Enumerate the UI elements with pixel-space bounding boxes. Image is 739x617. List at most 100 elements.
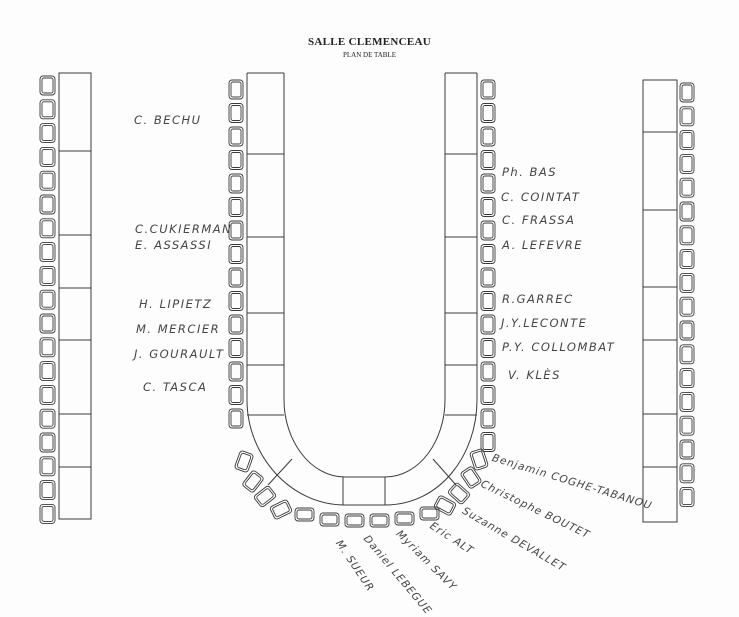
chair	[480, 79, 496, 100]
table-far-right-dividers	[643, 131, 677, 468]
guest-right-6: J.Y.LECONTE	[501, 316, 588, 330]
chair	[679, 130, 695, 151]
chair	[39, 432, 56, 453]
guest-left-1: C. BECHU	[134, 113, 202, 127]
chair	[679, 106, 695, 127]
chair	[39, 123, 56, 144]
chair	[228, 244, 244, 264]
guest-left-7: C. TASCA	[143, 380, 208, 394]
chair	[39, 242, 56, 263]
room-title: SALLE CLEMENCEAU	[307, 36, 432, 48]
chair	[253, 485, 277, 508]
chair	[39, 313, 56, 334]
chair	[39, 361, 56, 382]
chair	[369, 513, 390, 528]
table-far-left	[58, 72, 92, 520]
chair	[679, 415, 695, 436]
chair	[234, 450, 254, 473]
chair	[460, 466, 482, 489]
chair	[319, 512, 340, 527]
chair	[39, 75, 56, 96]
chair	[228, 314, 244, 335]
chair	[480, 220, 496, 241]
chair	[419, 506, 440, 521]
chair	[228, 408, 244, 429]
chair	[39, 265, 56, 286]
guest-left-5: M. MERCIER	[136, 322, 221, 336]
chair	[480, 126, 496, 147]
u-table-outer	[246, 73, 478, 506]
guest-left-2: C.CUKIERMAN	[135, 222, 233, 236]
chair	[679, 368, 695, 389]
chair	[480, 103, 496, 123]
chair	[679, 344, 695, 365]
guest-right-1: Ph. BAS	[502, 165, 558, 179]
chair	[228, 197, 244, 217]
chair	[679, 463, 695, 484]
chair	[480, 267, 496, 288]
chair	[679, 487, 695, 508]
chair	[228, 361, 244, 382]
chair	[228, 291, 244, 311]
chair	[39, 456, 56, 477]
chair	[679, 225, 695, 246]
chair	[228, 338, 244, 358]
chair	[228, 150, 244, 170]
guest-right-8: V. KLÈS	[508, 368, 561, 382]
chair	[294, 507, 315, 522]
chair	[480, 314, 496, 335]
guest-left-3: E. ASSASSI	[135, 238, 213, 252]
u-table-inner	[283, 73, 446, 478]
chair	[39, 289, 56, 310]
guest-right-2: C. COINTAT	[501, 190, 581, 204]
chair	[480, 197, 496, 217]
chair	[39, 337, 56, 358]
chair	[480, 408, 496, 429]
chair	[679, 439, 695, 460]
chair	[480, 432, 496, 452]
chairs	[39, 75, 695, 528]
chair	[679, 296, 695, 317]
chair	[679, 272, 695, 293]
chair	[480, 338, 496, 358]
chair	[39, 218, 56, 239]
chair	[480, 361, 496, 382]
chair	[679, 391, 695, 412]
guest-left-6: J. GOURAULT	[134, 347, 225, 361]
chair	[269, 499, 293, 520]
chair	[480, 173, 496, 194]
chair	[39, 408, 56, 429]
chair	[228, 79, 244, 100]
guest-right-5: R.GARREC	[502, 292, 574, 306]
chair	[394, 511, 415, 526]
u-table-dividers	[247, 153, 477, 505]
chair	[469, 448, 489, 471]
plan-subtitle: PLAN DE TABLE	[343, 51, 396, 59]
chair	[39, 503, 56, 524]
chair	[242, 470, 264, 493]
chair	[679, 153, 695, 174]
chair	[480, 150, 496, 170]
guest-right-4: A. LEFEVRE	[502, 238, 584, 252]
chair	[228, 220, 244, 241]
table-far-right	[642, 79, 678, 523]
chair	[679, 177, 695, 198]
chair	[480, 244, 496, 264]
chair	[39, 170, 56, 191]
chair	[228, 103, 244, 123]
chair	[39, 480, 56, 501]
chair	[679, 320, 695, 341]
chair	[228, 267, 244, 288]
chair	[228, 126, 244, 147]
chair	[39, 146, 56, 167]
chair	[679, 201, 695, 222]
chair	[480, 385, 496, 405]
guest-right-7: P.Y. COLLOMBAT	[502, 340, 616, 354]
chair	[344, 513, 365, 528]
chair	[39, 99, 56, 120]
chair	[39, 384, 56, 405]
guest-right-3: C. FRASSA	[502, 213, 576, 227]
chair	[39, 194, 56, 215]
